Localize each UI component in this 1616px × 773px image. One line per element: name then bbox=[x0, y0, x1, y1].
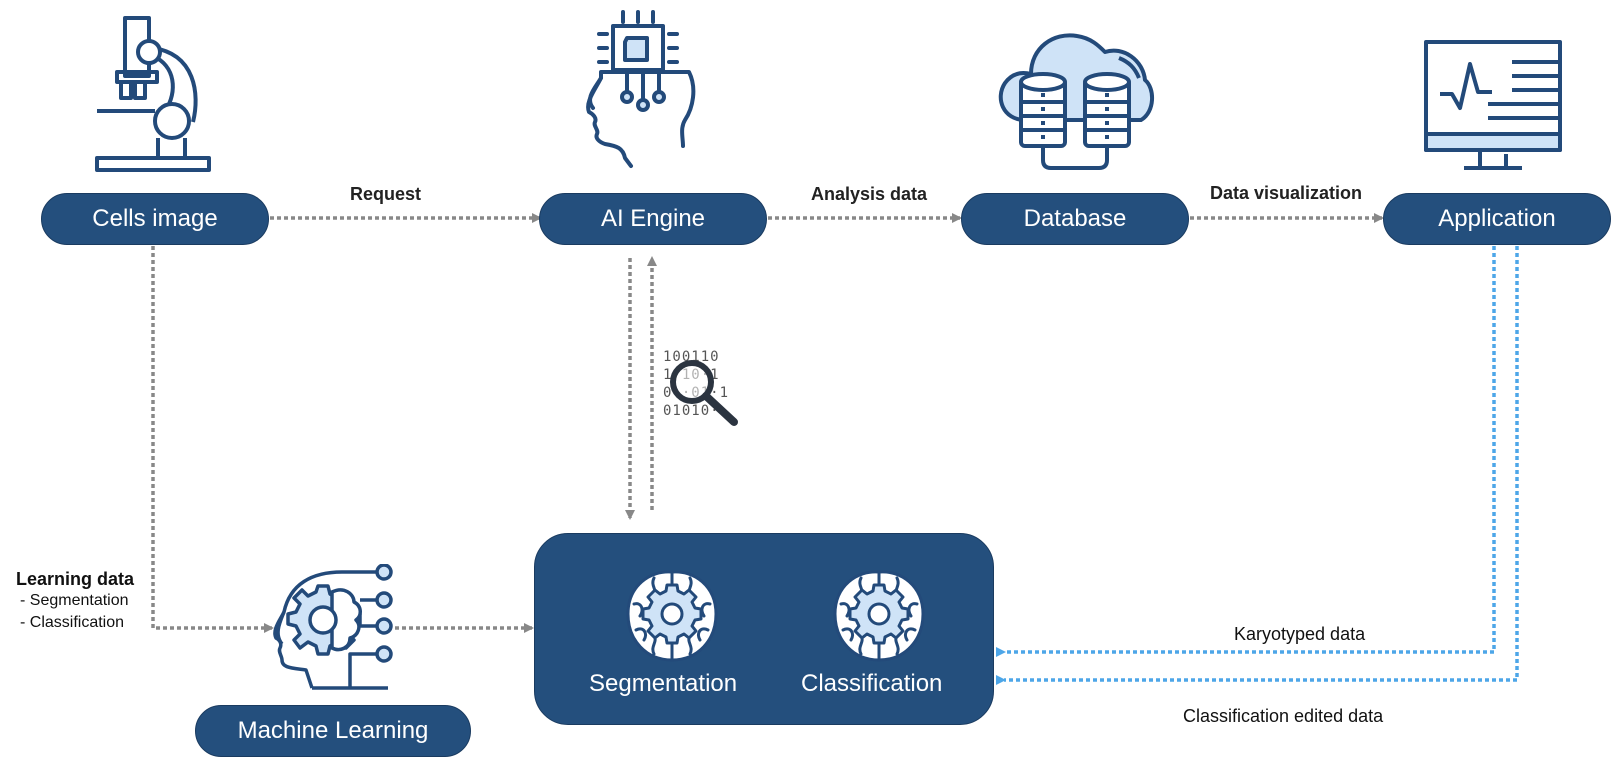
binary-line: 01010· bbox=[663, 403, 720, 419]
node-machine-learning[interactable]: Machine Learning bbox=[195, 705, 471, 757]
brain-gear-icon-classification bbox=[833, 570, 925, 662]
label-learning-data: Learning data bbox=[16, 569, 135, 589]
node-cells-image-label: Cells image bbox=[92, 205, 218, 232]
node-cells-image[interactable]: Cells image bbox=[41, 193, 269, 245]
node-machine-learning-label: Machine Learning bbox=[237, 717, 429, 744]
ai-head-chip-icon bbox=[586, 10, 696, 168]
brain-gear-icon-segmentation bbox=[626, 570, 718, 662]
node-ai-engine[interactable]: AI Engine bbox=[539, 193, 767, 245]
label-classification-edited-data: Classification edited data bbox=[1183, 706, 1384, 726]
monitor-chart-icon bbox=[1424, 40, 1562, 170]
module-segmentation-label: Segmentation bbox=[589, 670, 738, 697]
node-database-label: Database bbox=[1023, 205, 1127, 232]
edge-classification-edited bbox=[996, 246, 1519, 685]
label-analysis-data: Analysis data bbox=[811, 184, 928, 204]
node-application[interactable]: Application bbox=[1383, 193, 1611, 245]
label-learning-classification: - Classification bbox=[20, 614, 125, 631]
magnifier-icon bbox=[670, 360, 738, 426]
label-request: Request bbox=[350, 184, 422, 204]
node-ai-engine-label: AI Engine bbox=[600, 205, 706, 232]
edge-learning-data bbox=[151, 246, 274, 633]
edge-karyotyped-data bbox=[996, 246, 1496, 657]
label-data-visualization: Data visualization bbox=[1210, 183, 1363, 203]
node-application-label: Application bbox=[1438, 205, 1556, 232]
node-database[interactable]: Database bbox=[961, 193, 1189, 245]
cloud-database-icon bbox=[998, 33, 1154, 170]
module-classification-label: Classification bbox=[801, 670, 943, 697]
binary-line: 100110 bbox=[663, 349, 720, 365]
ml-head-gear-icon bbox=[273, 564, 393, 690]
microscope-icon bbox=[95, 16, 211, 172]
label-karyotyped-data: Karyotyped data bbox=[1234, 624, 1366, 644]
label-learning-segmentation: - Segmentation bbox=[20, 592, 129, 609]
